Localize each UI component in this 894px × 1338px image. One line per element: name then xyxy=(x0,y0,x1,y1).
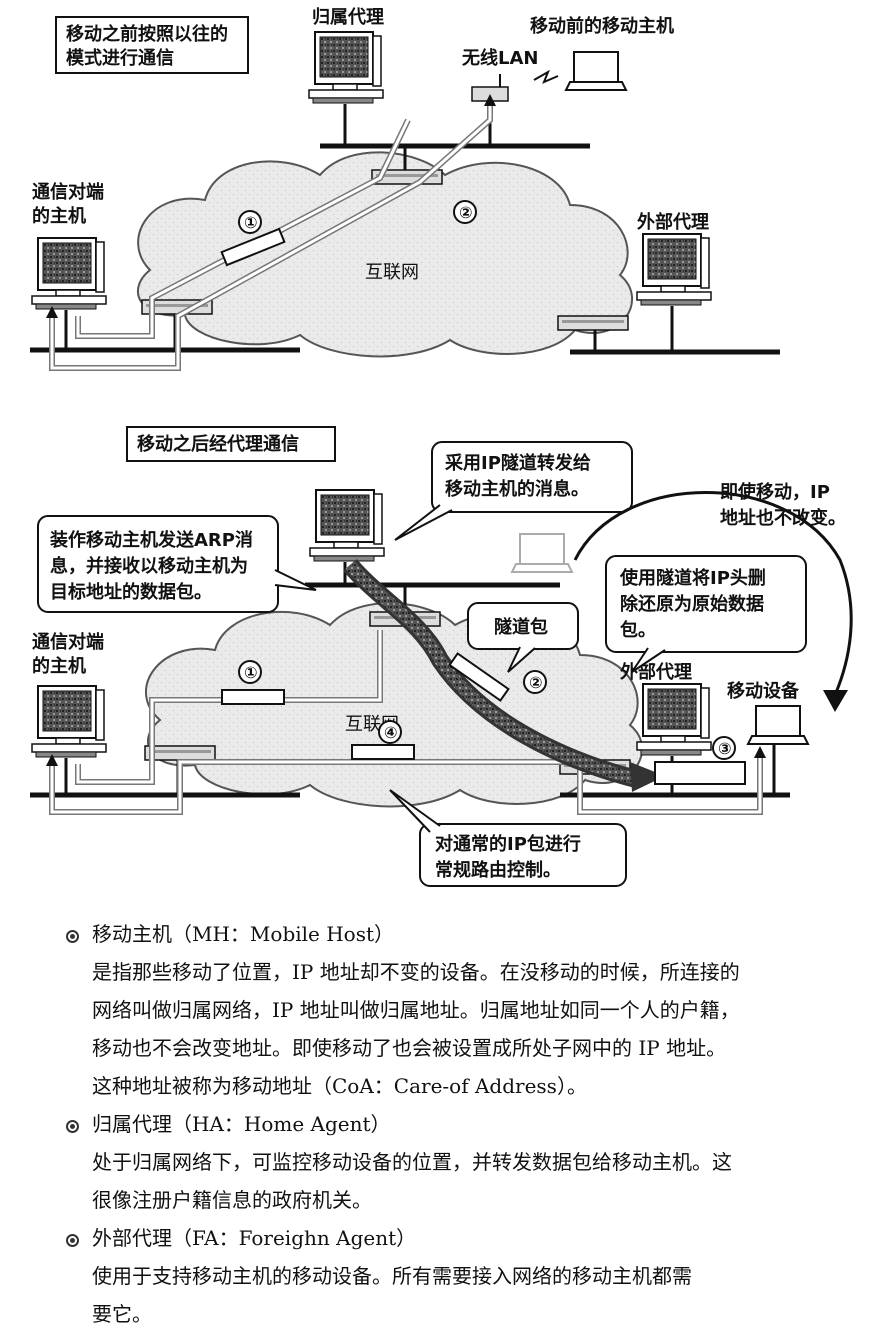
mobile-device-laptop xyxy=(747,705,809,745)
packet-top xyxy=(220,227,286,267)
tunnel-packet xyxy=(448,652,510,702)
correspondent-label-top-1: 通信对端 xyxy=(32,181,104,203)
term-fa-label: 外部代理（FA：Foreighn Agent） xyxy=(92,1226,417,1250)
note-ip-unchanged-line-1: 即使移动，IP xyxy=(720,481,830,503)
tunnel-packet-label: 隧道包 xyxy=(494,616,548,638)
top-diagram: 移动之前按照以往的 模式进行通信 互联网 归属代理 无线LAN 移动前的移动主机 xyxy=(30,6,780,371)
definition-term-fa: 外部代理（FA：Foreighn Agent） xyxy=(62,1219,882,1257)
callout-tunnel-line-2: 移动主机的消息。 xyxy=(445,478,589,500)
internet-cloud-top xyxy=(137,151,633,358)
home-agent-computer xyxy=(308,31,384,104)
move-arrow xyxy=(573,491,853,696)
router-correspondent-bottom xyxy=(144,745,216,761)
desc-mh-line-3: 移动也不会改变地址。即使移动了也会被设置成所处子网中的 IP 地址。 xyxy=(92,1036,727,1060)
callout-arp: 装作移动主机发送ARP消 息，并接收以移动主机为 目标地址的数据包。 xyxy=(37,515,317,613)
correspondent-label-top-2: 的主机 xyxy=(32,205,86,227)
definition-term-mh: 移动主机（MH：Mobile Host） xyxy=(62,915,882,953)
callout-decap-line-3: 包。 xyxy=(620,619,656,641)
definition-desc-mh: 是指那些移动了位置，IP 地址却不变的设备。在没移动的时候，所连接的 网络叫做归… xyxy=(62,953,882,1105)
callout-arp-line-3: 目标地址的数据包。 xyxy=(50,581,212,603)
desc-ha-line-2: 很像注册户籍信息的政府机关。 xyxy=(92,1188,372,1212)
correspondent-label-bottom-2: 的主机 xyxy=(32,655,86,677)
marker-4-bottom: ④ xyxy=(384,723,398,742)
foreign-agent-computer-bottom xyxy=(636,683,712,756)
desc-mh-line-2: 网络叫做归属网络，IP 地址叫做归属地址。归属地址如同一个人的户籍， xyxy=(92,998,740,1022)
internet-label-top: 互联网 xyxy=(365,262,419,283)
router-foreign-top xyxy=(557,315,629,331)
packet-4-bottom xyxy=(351,744,415,760)
bottom-caption: 移动之后经代理通信 xyxy=(137,433,299,455)
callout-decap-line-2: 除还原为原始数据 xyxy=(620,593,764,615)
bottom-diagram: 移动之后经代理通信 互联网 通信对端 的主机 外部代理 移动 xyxy=(30,426,853,887)
callout-routing-line-1: 对通常的IP包进行 xyxy=(435,833,581,855)
marker-1-top: ① xyxy=(244,213,258,232)
desc-fa-line-1: 使用于支持移动主机的移动设备。所有需要接入网络的移动主机都需 xyxy=(92,1264,692,1288)
callout-decap: 使用隧道将IP头删 除还原为原始数据 包。 xyxy=(605,555,807,673)
definition-term-ha: 归属代理（HA：Home Agent） xyxy=(62,1105,882,1143)
callout-tunnel-packet: 隧道包 xyxy=(467,602,579,673)
definition-desc-fa: 使用于支持移动主机的移动设备。所有需要接入网络的移动主机都需 要它。 xyxy=(62,1257,882,1333)
top-caption-line-1: 移动之前按照以往的 xyxy=(66,23,228,45)
term-ha-label: 归属代理（HA：Home Agent） xyxy=(92,1112,391,1136)
marker-1-bottom: ① xyxy=(244,663,258,682)
bullet-icon xyxy=(66,930,79,943)
definitions-section: 移动主机（MH：Mobile Host） 是指那些移动了位置，IP 地址却不变的… xyxy=(62,915,882,1333)
term-mh-label: 移动主机（MH：Mobile Host） xyxy=(92,922,395,946)
callout-decap-line-1: 使用隧道将IP头删 xyxy=(619,567,766,589)
foreign-agent-computer-top xyxy=(636,233,712,306)
packet-1-bottom xyxy=(221,689,285,705)
callout-tunnel: 采用IP隧道转发给 移动主机的消息。 xyxy=(394,441,633,541)
local-delivery-box xyxy=(654,761,746,785)
correspondent-label-bottom-1: 通信对端 xyxy=(32,631,104,653)
bullet-icon xyxy=(66,1120,79,1133)
desc-ha-line-1: 处于归属网络下，可监控移动设备的位置，并转发数据包给移动主机。这 xyxy=(92,1150,732,1174)
marker-2-bottom: ② xyxy=(529,673,543,692)
note-ip-unchanged-line-2: 地址也不改变。 xyxy=(720,507,846,529)
desc-mh-line-4: 这种地址被称为移动地址（CoA：Care-of Address）。 xyxy=(92,1074,587,1098)
callout-routing: 对通常的IP包进行 常规路由控制。 xyxy=(389,789,627,887)
home-agent-label-top: 归属代理 xyxy=(312,6,384,28)
callout-arp-line-2: 息，并接收以移动主机为 xyxy=(50,555,248,577)
mobile-device-label: 移动设备 xyxy=(727,680,800,702)
home-agent-computer-bottom xyxy=(309,489,385,562)
ghost-laptop xyxy=(511,533,573,573)
bullet-icon xyxy=(66,1234,79,1247)
top-caption: 移动之前按照以往的 模式进行通信 xyxy=(55,16,249,74)
network-diagrams: 移动之前按照以往的 模式进行通信 互联网 归属代理 无线LAN 移动前的移动主机 xyxy=(30,6,853,887)
foreign-agent-label-bottom: 外部代理 xyxy=(620,661,692,683)
marker-3-bottom: ③ xyxy=(718,739,732,758)
callout-routing-line-2: 常规路由控制。 xyxy=(435,859,561,881)
callout-arp-line-1: 装作移动主机发送ARP消 xyxy=(50,529,253,551)
top-caption-line-2: 模式进行通信 xyxy=(66,47,174,69)
mobile-host-before-label: 移动前的移动主机 xyxy=(530,15,674,37)
foreign-agent-label-top: 外部代理 xyxy=(637,211,709,233)
desc-mh-line-1: 是指那些移动了位置，IP 地址却不变的设备。在没移动的时候，所连接的 xyxy=(92,960,740,984)
desc-fa-line-2: 要它。 xyxy=(92,1302,152,1326)
correspondent-computer-top xyxy=(31,237,107,310)
definition-desc-ha: 处于归属网络下，可监控移动设备的位置，并转发数据包给移动主机。这 很像注册户籍信… xyxy=(62,1143,882,1219)
bottom-caption-box xyxy=(126,426,336,462)
wireless-signal-icon xyxy=(533,69,559,84)
marker-2-top: ② xyxy=(459,203,473,222)
correspondent-computer-bottom xyxy=(31,685,107,758)
wireless-lan-label: 无线LAN xyxy=(462,47,538,69)
mobile-host-laptop-top xyxy=(565,51,627,91)
callout-tunnel-line-1: 采用IP隧道转发给 xyxy=(444,452,591,474)
tunnel-arrowhead xyxy=(630,762,665,792)
